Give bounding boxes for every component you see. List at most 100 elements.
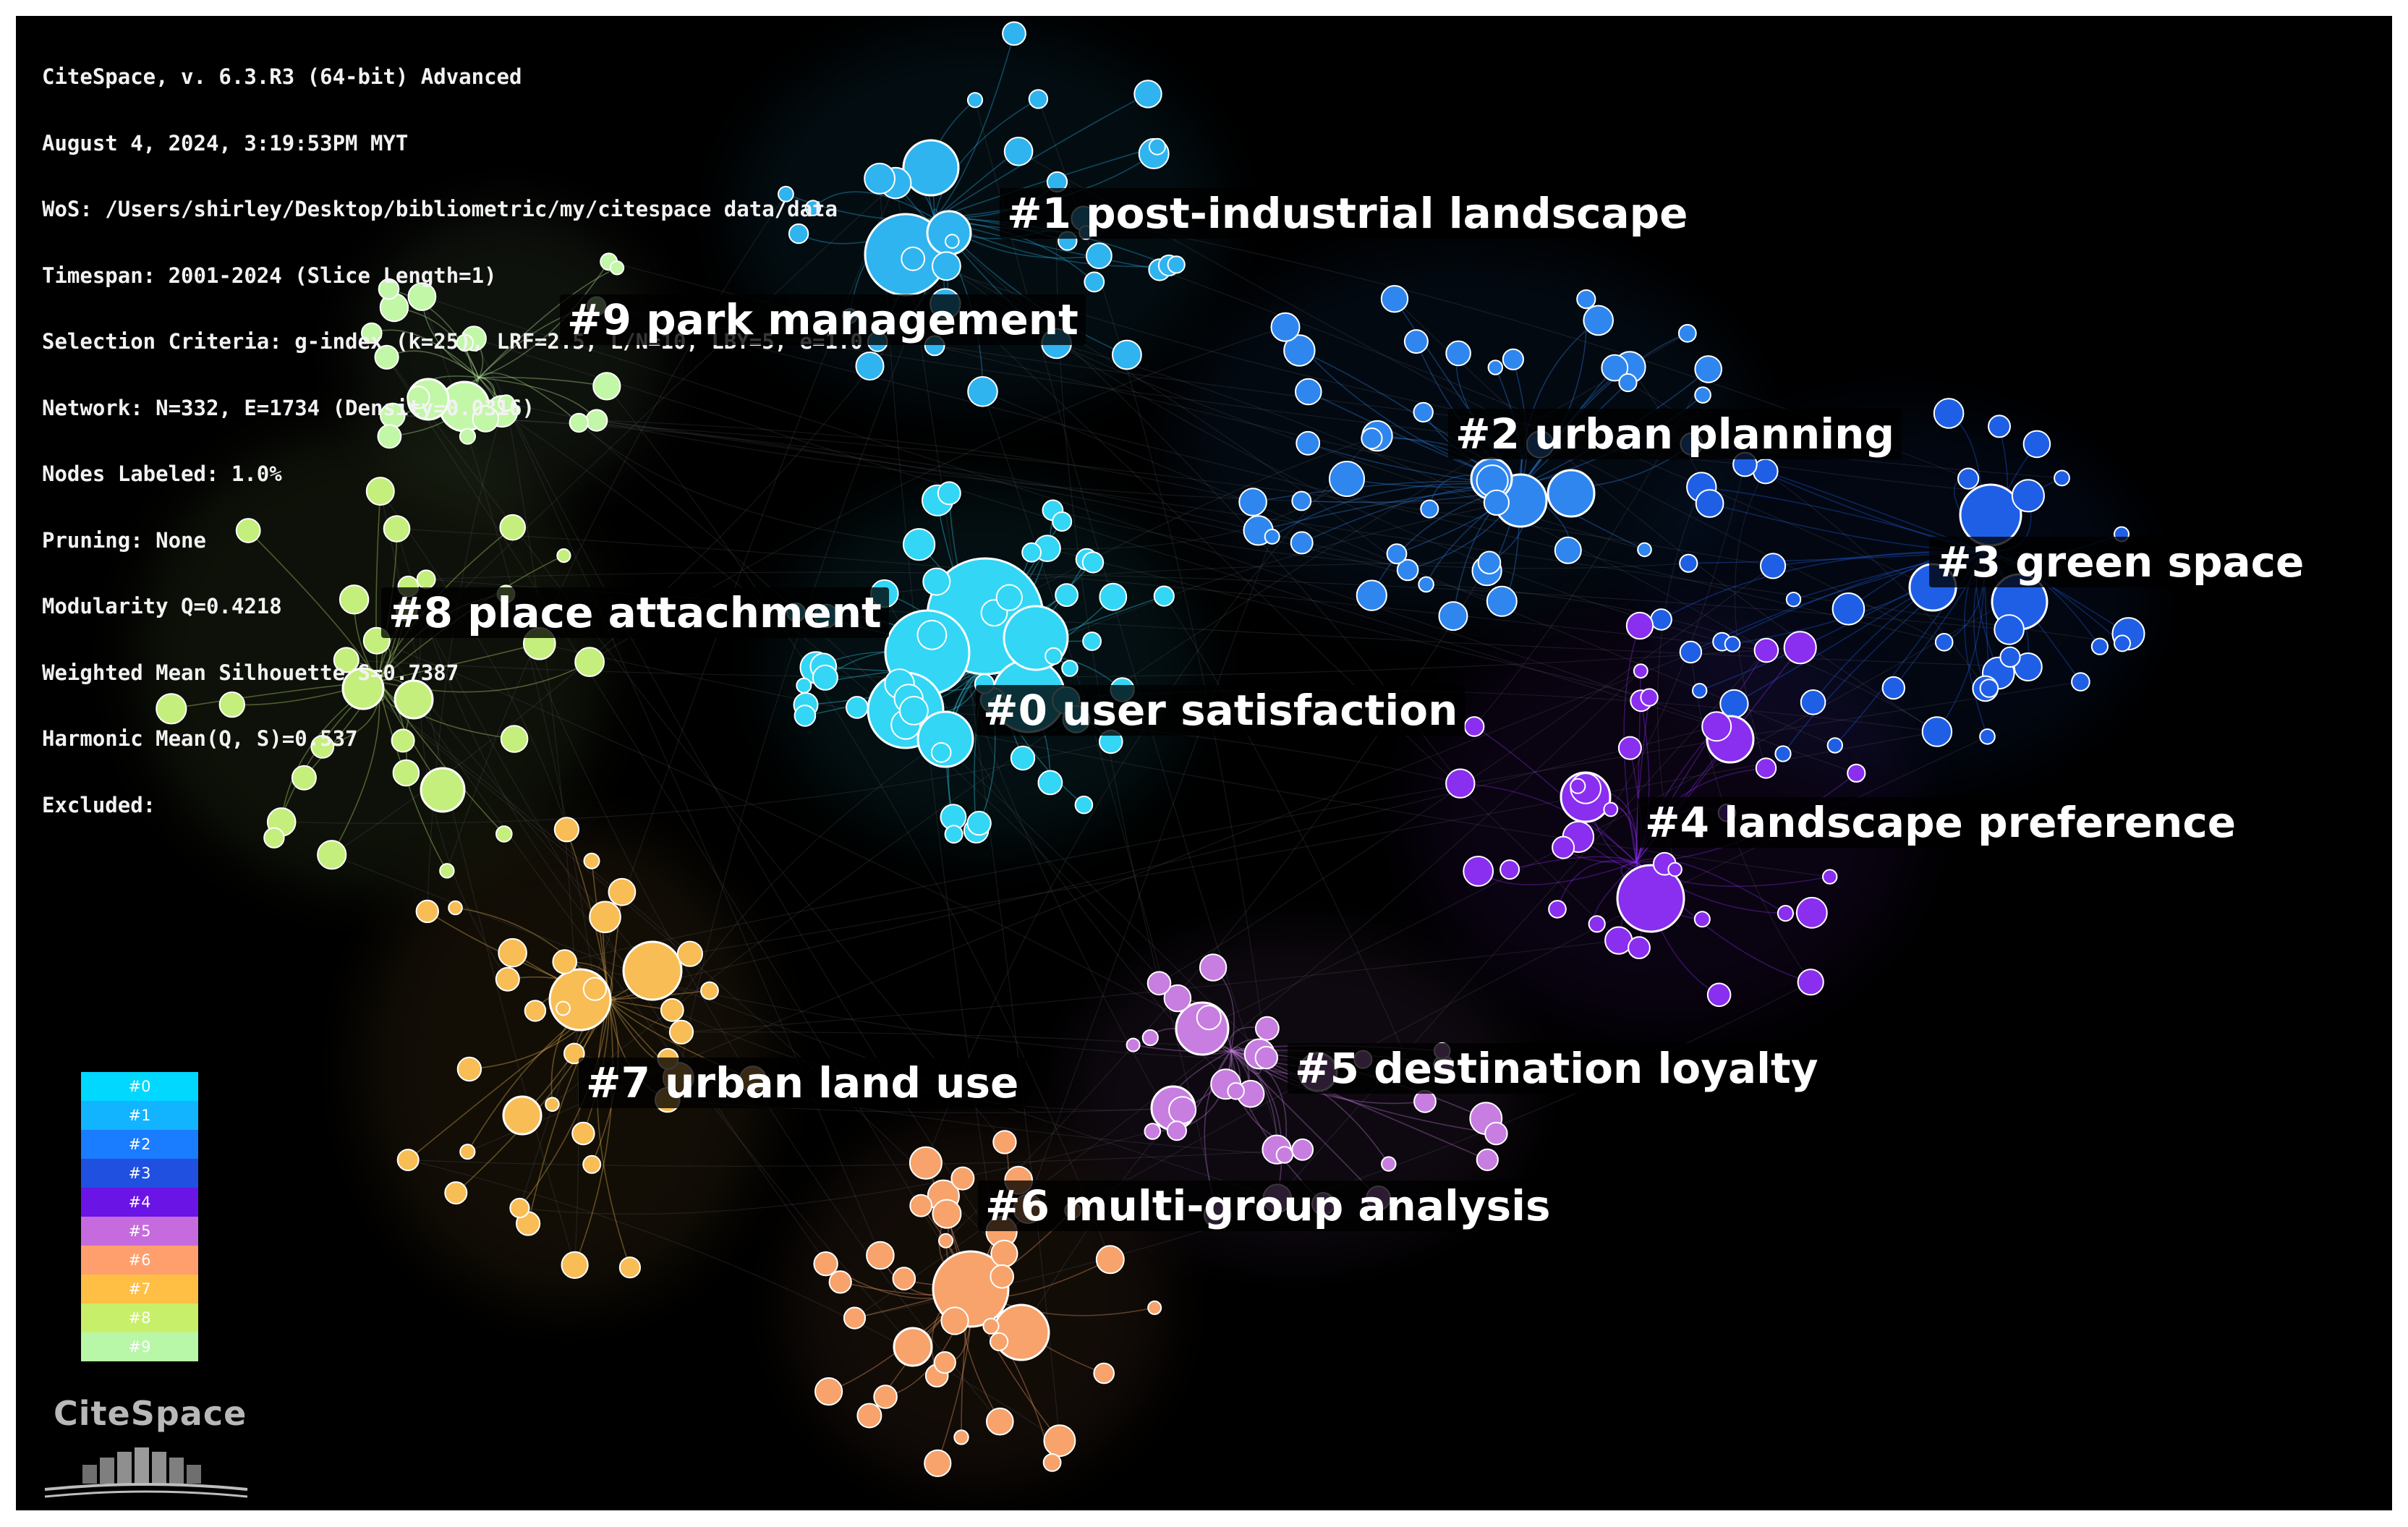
cluster-0-node[interactable] <box>812 664 838 691</box>
cluster-7-node[interactable] <box>700 981 719 1000</box>
cluster-1-node[interactable] <box>926 210 972 256</box>
cluster-7-node[interactable] <box>498 937 527 968</box>
cluster-4-node[interactable] <box>1499 859 1520 880</box>
cluster-4-node[interactable] <box>1777 905 1794 922</box>
cluster-1-node[interactable] <box>1028 89 1049 109</box>
cluster-7-node[interactable] <box>552 949 578 974</box>
cluster-1-node[interactable] <box>901 246 926 271</box>
cluster-2-node[interactable] <box>1420 499 1439 519</box>
cluster-7-node[interactable] <box>618 1256 642 1279</box>
cluster-3-node[interactable] <box>1774 745 1792 762</box>
cluster-3-node[interactable] <box>1934 633 1954 652</box>
cluster-8-node[interactable] <box>365 477 395 506</box>
cluster-8-node[interactable] <box>393 679 434 720</box>
cluster-2-node[interactable] <box>1487 360 1504 375</box>
cluster-5-node[interactable] <box>1163 984 1192 1013</box>
cluster-1-node[interactable] <box>932 251 961 281</box>
cluster-8-node[interactable] <box>310 735 335 759</box>
cluster-2-node[interactable] <box>1554 536 1582 564</box>
cluster-2-node[interactable] <box>1270 312 1301 342</box>
cluster-3-node[interactable] <box>1785 592 1802 608</box>
cluster-9-node[interactable] <box>498 394 515 412</box>
cluster-2-node[interactable] <box>1283 334 1316 367</box>
cluster-2-node[interactable] <box>1486 585 1518 617</box>
cluster-8-node[interactable] <box>420 767 466 813</box>
cluster-6-node[interactable] <box>950 1166 975 1191</box>
cluster-2-node[interactable] <box>1361 428 1383 450</box>
cluster-1-node[interactable] <box>1112 339 1142 370</box>
cluster-label-8[interactable]: #8 place attachment <box>381 587 889 638</box>
cluster-9-node[interactable] <box>569 412 589 433</box>
cluster-6-node[interactable] <box>992 1130 1017 1154</box>
cluster-2-node[interactable] <box>1290 531 1314 555</box>
cluster-5-node[interactable] <box>1141 1029 1159 1047</box>
cluster-5-node[interactable] <box>1146 971 1172 996</box>
cluster-4-node[interactable] <box>1617 736 1642 760</box>
cluster-4-node[interactable] <box>1822 869 1838 885</box>
cluster-4-node[interactable] <box>1667 862 1682 877</box>
cluster-0-node[interactable] <box>1061 660 1079 677</box>
cluster-0-node[interactable] <box>1081 551 1105 574</box>
cluster-2-node[interactable] <box>1547 469 1596 518</box>
cluster-1-node[interactable] <box>1002 21 1026 46</box>
cluster-3-node[interactable] <box>1957 467 1980 490</box>
cluster-8-node[interactable] <box>439 863 455 879</box>
cluster-3-node[interactable] <box>1679 640 1703 664</box>
cluster-9-node[interactable] <box>592 372 621 401</box>
cluster-label-4[interactable]: #4 landscape preference <box>1638 797 2244 848</box>
cluster-0-node[interactable] <box>1021 542 1042 563</box>
cluster-3-node[interactable] <box>1724 636 1741 652</box>
cluster-4-node[interactable] <box>1795 896 1828 929</box>
cluster-1-node[interactable] <box>864 163 895 195</box>
cluster-2-node[interactable] <box>1295 378 1322 406</box>
cluster-7-node[interactable] <box>545 1097 560 1112</box>
cluster-8-node[interactable] <box>495 825 513 843</box>
cluster-2-node[interactable] <box>1502 348 1524 370</box>
cluster-2-node[interactable] <box>1477 550 1502 575</box>
cluster-5-node[interactable] <box>1166 1120 1188 1141</box>
cluster-7-node[interactable] <box>456 1056 482 1082</box>
cluster-5-node[interactable] <box>1291 1138 1314 1161</box>
cluster-1-node[interactable] <box>1086 242 1112 270</box>
cluster-6-node[interactable] <box>843 1306 867 1330</box>
cluster-5-node[interactable] <box>1255 1016 1280 1041</box>
cluster-3-node[interactable] <box>2090 637 2109 655</box>
cluster-5-node[interactable] <box>1126 1037 1141 1052</box>
cluster-5-node[interactable] <box>1413 1089 1437 1113</box>
cluster-8-node[interactable] <box>383 515 411 543</box>
cluster-2-node[interactable] <box>1483 489 1510 516</box>
cluster-4-node[interactable] <box>1463 716 1485 737</box>
cluster-0-node[interactable] <box>846 696 869 719</box>
cluster-5-node[interactable] <box>1199 953 1228 982</box>
cluster-0-node[interactable] <box>1045 647 1063 665</box>
cluster-7-node[interactable] <box>583 852 600 869</box>
cluster-2-node[interactable] <box>1694 386 1711 404</box>
cluster-0-node[interactable] <box>944 825 963 844</box>
cluster-1-node[interactable] <box>902 139 960 197</box>
cluster-9-node[interactable] <box>407 282 437 312</box>
cluster-6-node[interactable] <box>909 1194 933 1217</box>
cluster-6-node[interactable] <box>1043 1424 1076 1458</box>
cluster-2-node[interactable] <box>1380 285 1409 313</box>
cluster-label-1[interactable]: #1 post-industrial landscape <box>1000 188 1696 239</box>
cluster-1-node[interactable] <box>855 352 885 380</box>
cluster-6-node[interactable] <box>990 1332 1009 1352</box>
cluster-8-node[interactable] <box>391 728 415 753</box>
cluster-4-node[interactable] <box>1625 611 1654 640</box>
cluster-2-node[interactable] <box>1329 461 1365 497</box>
cluster-8-node[interactable] <box>392 759 420 787</box>
cluster-8-node[interactable] <box>291 765 317 791</box>
cluster-6-node[interactable] <box>990 1239 1018 1268</box>
cluster-6-node[interactable] <box>856 1403 882 1429</box>
cluster-0-node[interactable] <box>1037 770 1063 796</box>
cluster-8-node[interactable] <box>556 548 571 563</box>
cluster-0-node[interactable] <box>903 528 936 561</box>
cluster-2-node[interactable] <box>1403 329 1429 354</box>
cluster-8-node[interactable] <box>156 693 187 725</box>
cluster-2-node[interactable] <box>1637 542 1652 558</box>
cluster-3-node[interactable] <box>1695 489 1724 518</box>
cluster-7-node[interactable] <box>660 998 684 1022</box>
cluster-8-node[interactable] <box>499 514 527 541</box>
cluster-6-node[interactable] <box>893 1327 933 1367</box>
cluster-3-node[interactable] <box>2022 430 2051 459</box>
